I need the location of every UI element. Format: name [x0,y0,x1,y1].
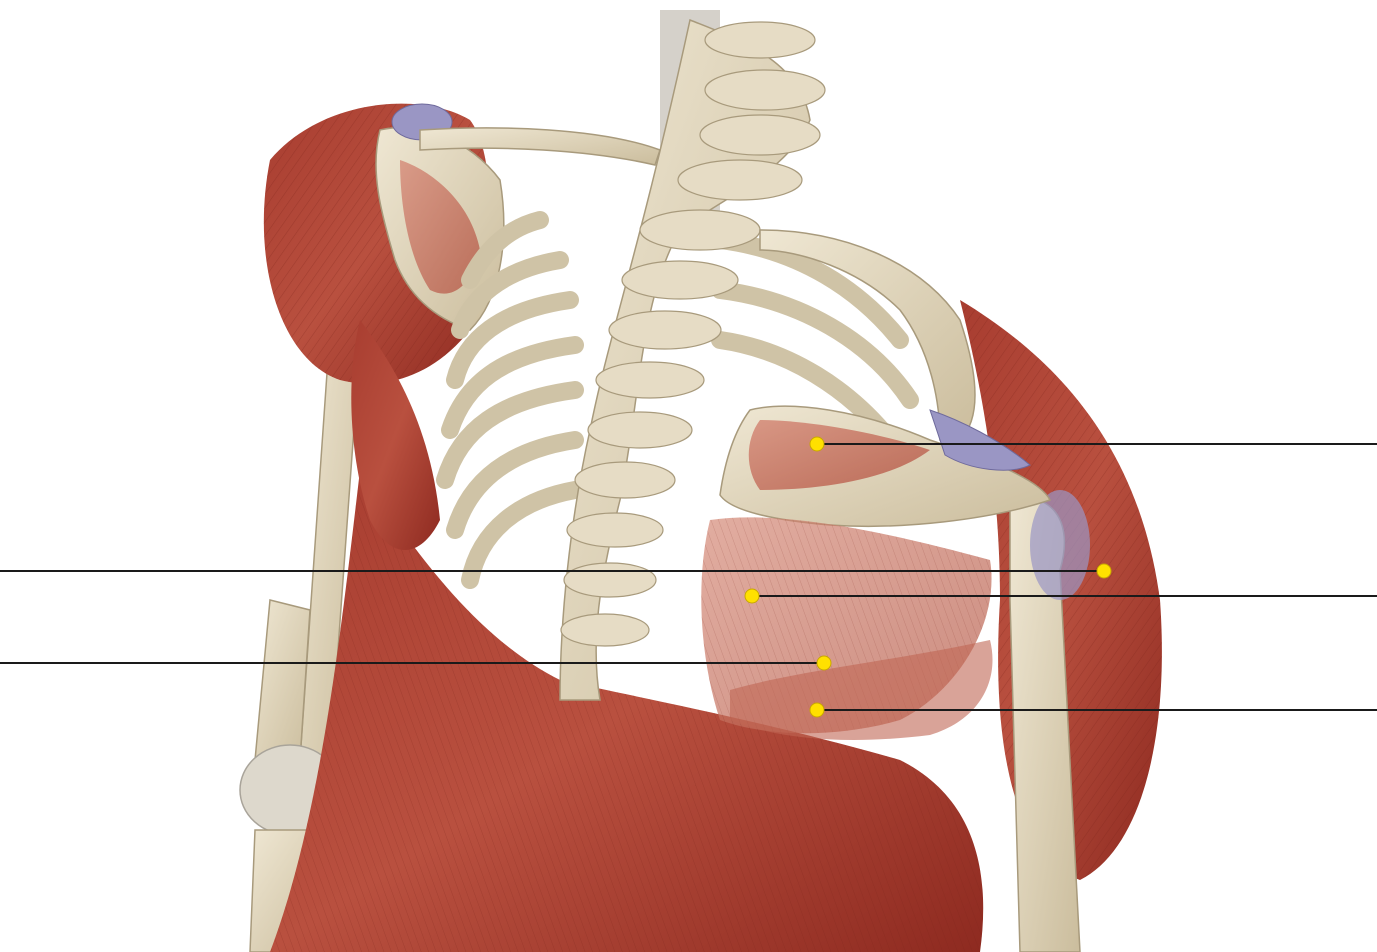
marker-dot[interactable] [1097,564,1111,578]
right-rotator-cuff-muscles [701,517,992,740]
label-leaders [0,444,1377,710]
marker-dot[interactable] [810,437,824,451]
marker-dot[interactable] [810,703,824,717]
marker-dot[interactable] [745,589,759,603]
marker-dot[interactable] [817,656,831,670]
